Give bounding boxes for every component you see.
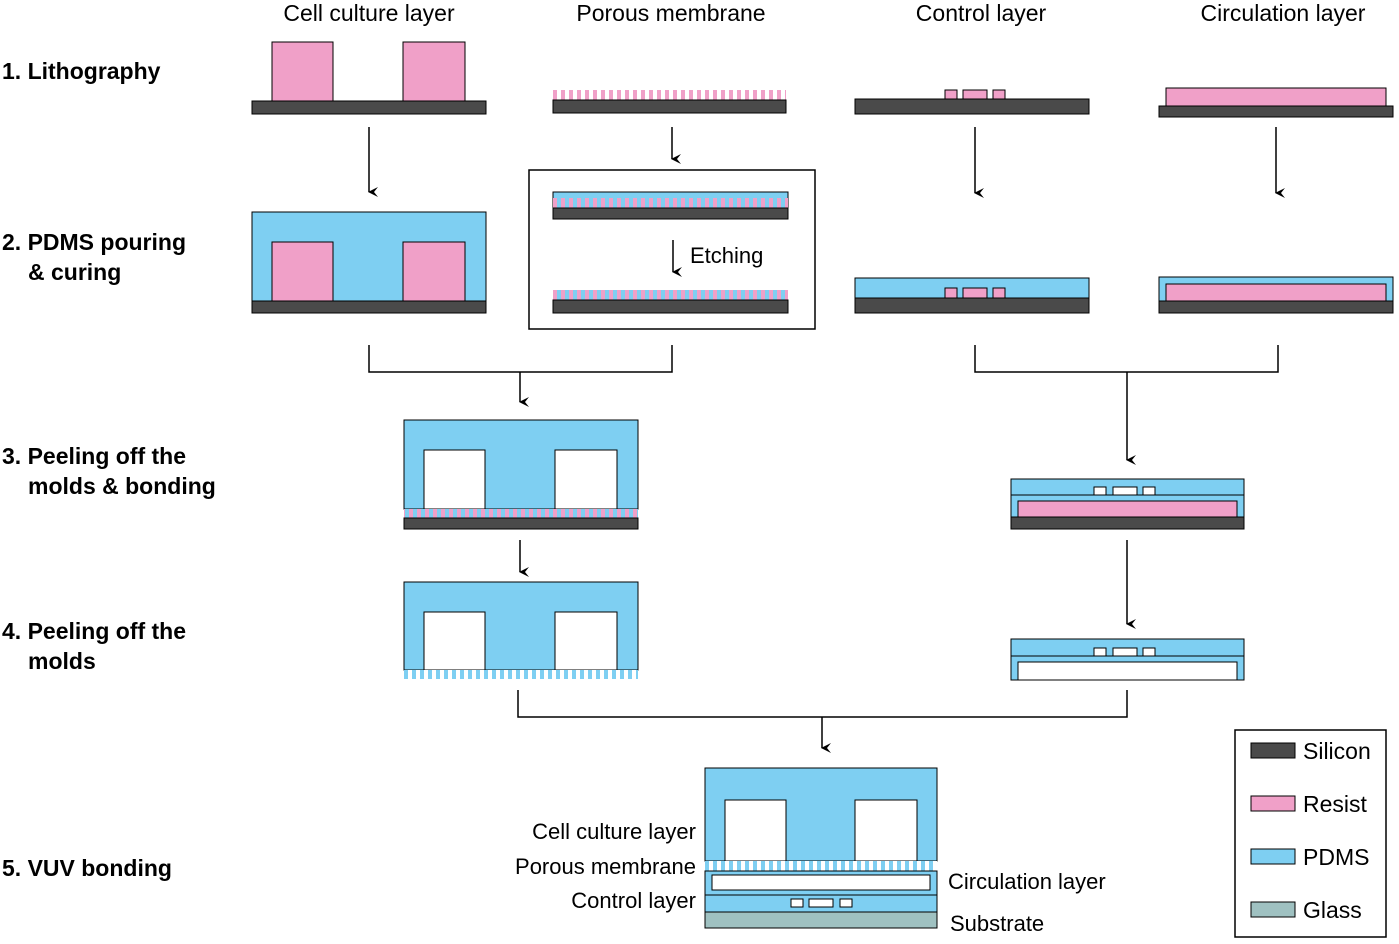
legend-label-resist: Resist <box>1303 791 1368 817</box>
column-header-porous-membrane: Porous membrane <box>576 0 765 26</box>
step2-circulation-cast <box>1158 276 1394 314</box>
step-4-label-line2: molds <box>28 648 96 674</box>
legend-label-glass: Glass <box>1303 897 1362 923</box>
step2-membrane-box: Etching <box>528 169 816 330</box>
legend-label-pdms: PDMS <box>1303 844 1369 870</box>
legend: Silicon Resist PDMS Glass <box>1234 729 1387 938</box>
step3-cell-culture-bonded <box>403 419 639 530</box>
connector-right-2-3 <box>974 345 1279 373</box>
column-header-circulation: Circulation layer <box>1201 0 1366 26</box>
legend-swatch-silicon <box>1250 742 1296 759</box>
column-header-control: Control layer <box>916 0 1047 26</box>
final-label-circulation: Circulation layer <box>948 869 1106 894</box>
step2-control-cast <box>854 277 1090 314</box>
step3-control-circulation-bonded <box>1010 478 1245 530</box>
connector-4-5 <box>517 690 1128 718</box>
step-2-label-line2: & curing <box>28 259 121 285</box>
step-5-label: 5. VUV bonding <box>2 855 172 881</box>
step4-cell-culture-released <box>403 581 639 679</box>
step4-control-circulation-released <box>1010 638 1245 681</box>
step1-porous-membrane-mold <box>552 90 787 114</box>
legend-label-silicon: Silicon <box>1303 738 1371 764</box>
final-label-porous-membrane: Porous membrane <box>515 854 696 879</box>
legend-swatch-glass <box>1250 901 1296 918</box>
column-header-cell-culture: Cell culture layer <box>283 0 455 26</box>
connector-left-2-3 <box>368 345 673 373</box>
legend-swatch-pdms <box>1250 848 1296 865</box>
step-1-label: 1. Lithography <box>2 58 161 84</box>
final-label-substrate: Substrate <box>950 911 1044 936</box>
final-label-cell-culture: Cell culture layer <box>532 819 696 844</box>
step1-control-mold <box>854 89 1090 115</box>
etching-label: Etching <box>690 243 763 268</box>
step-3-label-line1: 3. Peeling off the <box>2 443 186 469</box>
step-2-label-line1: 2. PDMS pouring <box>2 229 186 255</box>
step-3-label-line2: molds & bonding <box>28 473 216 499</box>
step-4-label-line1: 4. Peeling off the <box>2 618 186 644</box>
step5-final-device <box>704 767 938 929</box>
step2-cell-culture-cast <box>251 211 487 314</box>
step1-circulation-mold <box>1158 87 1394 118</box>
legend-swatch-resist <box>1250 795 1296 812</box>
step1-cell-culture-mold <box>251 41 487 115</box>
final-label-control: Control layer <box>571 888 696 913</box>
